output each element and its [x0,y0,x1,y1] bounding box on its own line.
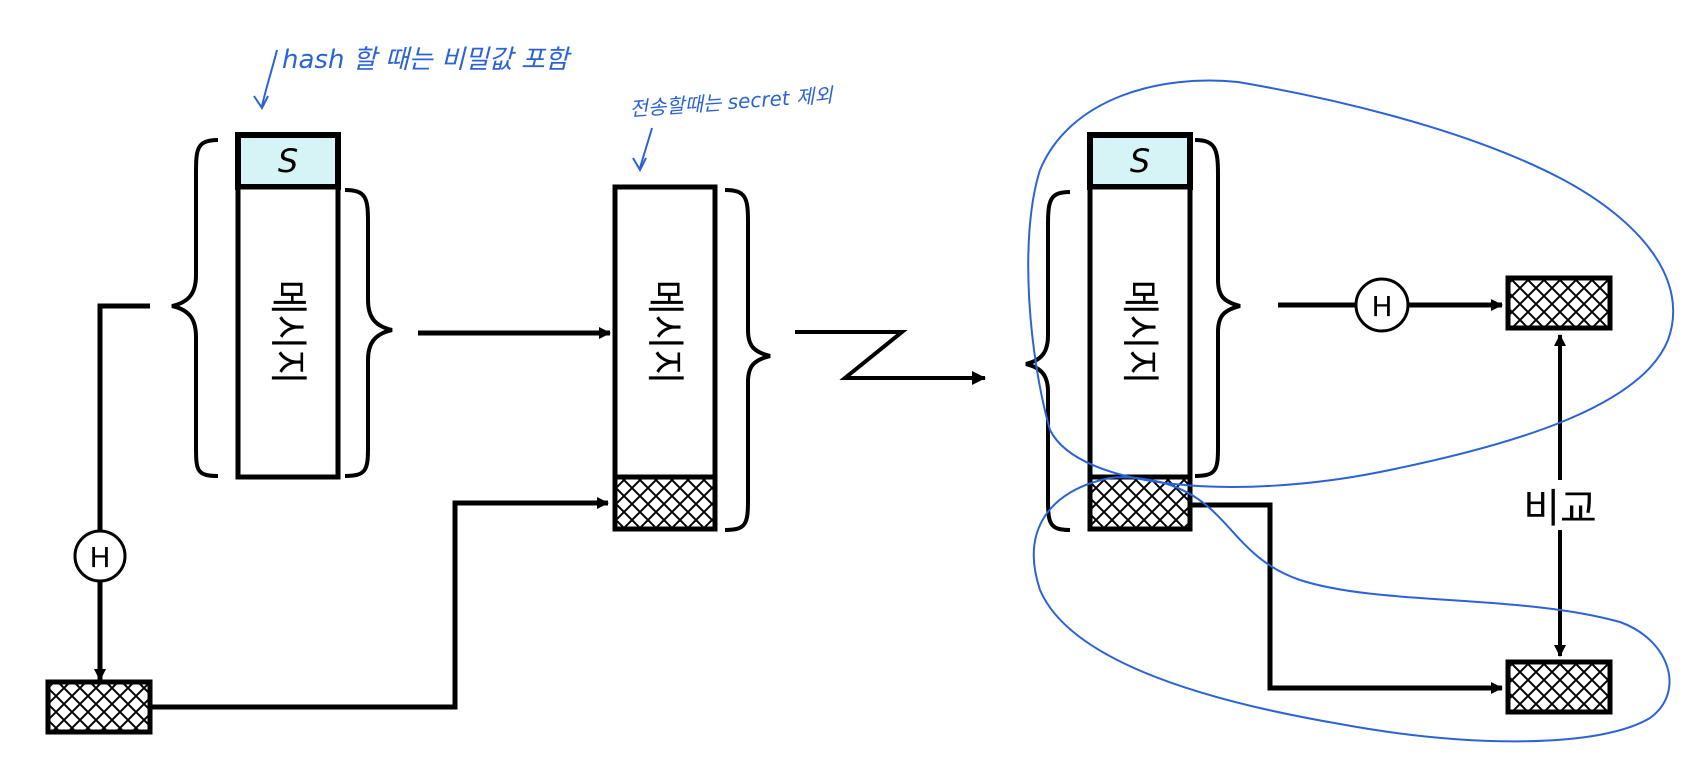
annotation-arrow-hash [261,49,278,107]
right-brace [344,188,393,478]
secret-label-receiver: S [1130,142,1150,180]
hash-label-sender: H [89,541,110,574]
annotation-hash-text: hash 할 때는 비밀값 포함 [282,45,572,75]
left-brace [171,138,219,478]
message-label-transmitted: 메시지 [643,280,687,385]
message-label-receiver: 메시지 [1118,280,1162,385]
mac-box-computed [1505,275,1613,331]
packet-brace [724,188,771,532]
secret-label: S [278,142,298,180]
hash-input-line [97,303,150,532]
annotation-send-text: 전송할때는 secret 제외 [629,83,835,121]
annotation-arrow-send [639,127,653,169]
message-box [235,184,341,480]
mac-box-sender [45,679,153,735]
receiver-block: S 메시지 H 비교 [1025,132,1613,715]
mac-to-packet-line [150,497,609,710]
annotation-loop-hash [1027,79,1675,488]
message-box-transmitted [612,184,718,480]
secret-box-receiver [1087,132,1193,190]
annotation-loop-compare [1032,476,1671,743]
message-box-receiver [1087,184,1193,480]
mac-box-received-copy [1505,659,1613,715]
hash-label-receiver: H [1371,290,1392,323]
message-label: 메시지 [266,280,310,385]
compare-label: 비교 [1523,486,1597,532]
mac-box-transmitted [612,474,718,532]
annotations [253,49,1675,743]
receiver-left-brace [1025,190,1071,532]
receiver-right-brace [1194,138,1241,478]
transmitted-block: 메시지 [612,184,986,532]
sender-block: S 메시지 H [45,132,611,735]
network-zigzag [795,330,986,385]
received-mac-line [1190,502,1503,694]
